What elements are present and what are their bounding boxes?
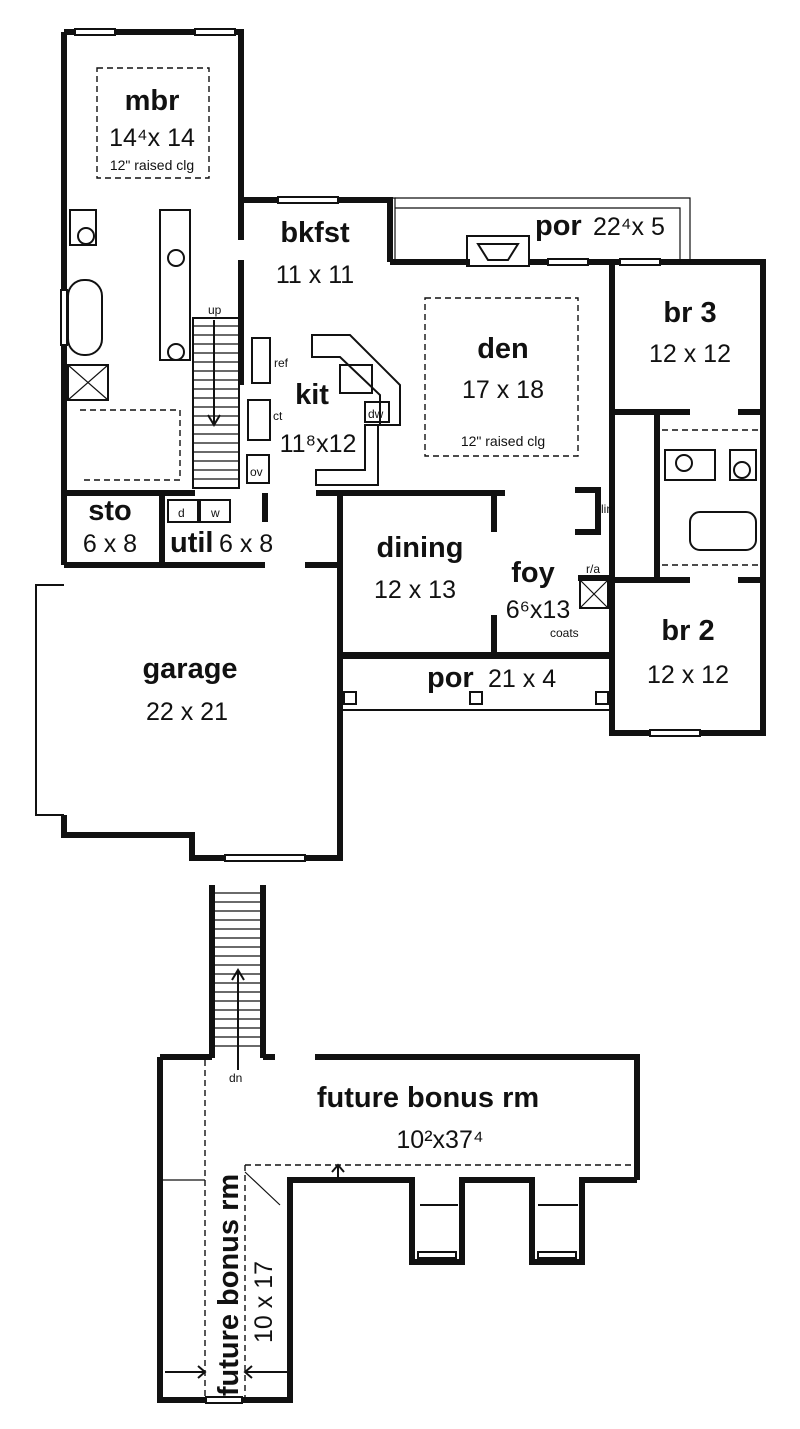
- bonus-main-label: future bonus rm: [317, 1082, 539, 1114]
- bonus-side-dim: 10 x 17: [250, 1261, 278, 1343]
- upper-stair: [209, 885, 266, 1070]
- dw-label: dw: [368, 407, 384, 421]
- master-bath-fixtures: [67, 209, 191, 481]
- foy-label: foy: [511, 557, 555, 589]
- upper-floor-walls: [157, 1054, 640, 1404]
- foy-dim: 6⁶x13: [506, 596, 571, 624]
- den-note: 12" raised clg: [461, 433, 545, 449]
- sto-label: sto: [88, 495, 132, 527]
- secondary-bath: [662, 429, 760, 566]
- coats-label: coats: [550, 626, 579, 640]
- mbr-note: 12" raised clg: [110, 157, 194, 173]
- fireplace: [466, 235, 530, 267]
- dn-label: dn: [229, 1071, 242, 1085]
- dryer-label: d: [178, 506, 185, 520]
- windows: [60, 28, 701, 862]
- den-dim: 17 x 18: [462, 376, 544, 404]
- return-air: [579, 579, 609, 609]
- mbr-label: mbr: [125, 85, 180, 117]
- ra-label: r/a: [586, 562, 600, 576]
- raised-ceilings: [96, 67, 579, 457]
- front-porch: [340, 657, 613, 711]
- rear-porch-dim: 22⁴x 5: [593, 213, 665, 241]
- kitchen-counters: [246, 334, 401, 486]
- laundry-appliances: [167, 499, 231, 523]
- ref-label: ref: [274, 356, 289, 370]
- br2-dim: 12 x 12: [647, 661, 729, 689]
- washer-label: w: [210, 506, 220, 520]
- room-labels: mbr 14⁴x 14 12" raised clg bkfst 11 x 11…: [83, 85, 731, 1396]
- mbr-dim: 14⁴x 14: [109, 124, 195, 152]
- rear-porch-outline: [390, 197, 691, 262]
- dining-label: dining: [377, 532, 464, 564]
- bonus-main-dim: 10²x37⁴: [396, 1126, 483, 1154]
- ct-label: ct: [273, 409, 283, 423]
- garage-label: garage: [142, 653, 237, 685]
- den-label: den: [477, 333, 529, 365]
- front-porch-label: por: [427, 662, 474, 694]
- main-floor-walls: [35, 29, 766, 861]
- rear-porch-label: por: [535, 210, 582, 242]
- br3-label: br 3: [663, 297, 716, 329]
- util-dim: 6 x 8: [219, 530, 273, 558]
- util-label: util: [170, 527, 214, 559]
- bkfst-dim: 11 x 11: [276, 261, 354, 289]
- br2-label: br 2: [661, 615, 714, 647]
- main-stair: [192, 317, 240, 489]
- bkfst-label: bkfst: [280, 217, 350, 249]
- dining-dim: 12 x 13: [374, 576, 456, 604]
- bonus-side-label: future bonus rm: [213, 1174, 245, 1396]
- sto-dim: 6 x 8: [83, 530, 137, 558]
- kit-label: kit: [295, 379, 329, 411]
- lin-label: lin: [601, 502, 613, 516]
- br3-dim: 12 x 12: [649, 340, 731, 368]
- garage-dim: 22 x 21: [146, 698, 228, 726]
- kit-dim: 11⁸x12: [280, 430, 357, 458]
- front-porch-dim: 21 x 4: [488, 665, 556, 693]
- ov-label: ov: [250, 465, 263, 479]
- fixture-labels: up ref ct ov dw lin r/a coats d w dn: [178, 303, 613, 1085]
- up-label: up: [208, 303, 222, 317]
